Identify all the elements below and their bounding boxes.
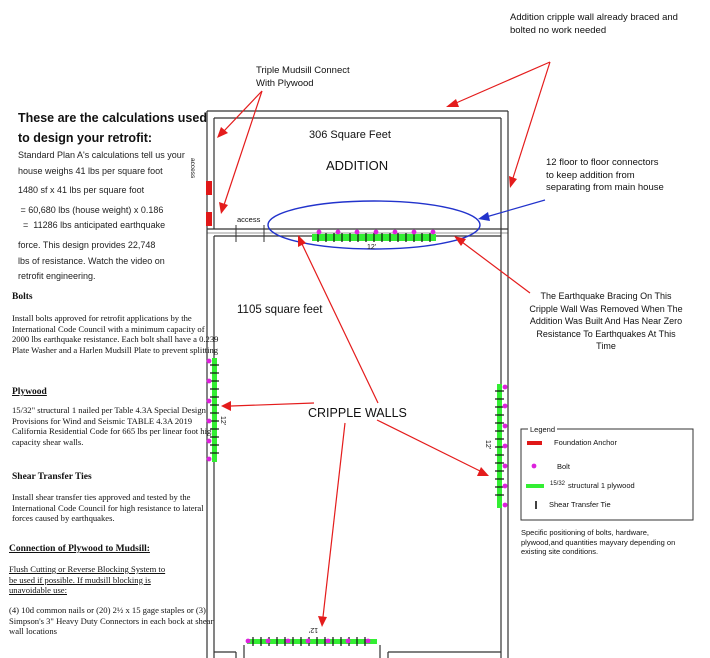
calc-line: retrofit engineering. — [18, 271, 96, 282]
connection-intro: Flush Cutting or Reverse Blocking System… — [9, 564, 219, 596]
shear-text: Install shear transfer ties approved and… — [12, 492, 204, 524]
legend-plywood-label: structural 1 plywood — [568, 481, 635, 490]
calculation-lines: Standard Plan A's calculations tell us y… — [18, 148, 208, 285]
calc-line: force. This design provides 22,748 — [18, 239, 156, 250]
legend-plywood-prefix: 15/32 — [550, 481, 566, 487]
red-arrows — [217, 61, 551, 627]
bolts-text: Install bolts approved for retrofit appl… — [12, 313, 219, 355]
legend-box — [520, 428, 694, 521]
left-wall-length: 12' — [219, 416, 226, 426]
legend-bolt-swatch — [531, 463, 537, 469]
connection-line: be used if possible. If mudsill blocking… — [9, 574, 151, 585]
legend-title: Legend — [528, 425, 558, 434]
shear-heading: Shear Transfer Ties — [12, 472, 92, 482]
legend-anchor-swatch — [527, 441, 542, 445]
calc-line: 1480 sf x 41 lbs per square foot — [18, 185, 145, 196]
legend-tie-label: Shear Transfer Tie — [549, 500, 611, 509]
triple-mudsill-note: Triple Mudsill Connect With Plywood — [256, 65, 350, 89]
bolts-heading: Bolts — [12, 292, 33, 302]
addition-wall-length: 12' — [367, 244, 377, 251]
bottom-cripple-wall — [245, 637, 377, 646]
cripple-walls-label: CRIPPLE WALLS — [308, 406, 407, 420]
building-outline — [206, 110, 509, 658]
disclaimer-note: Specific positioning of bolts, hardware,… — [521, 528, 676, 556]
connection-line: Flush Cutting or Reverse Blocking System… — [9, 564, 166, 574]
calc-line: Standard Plan A's calculations tell us y… — [18, 150, 185, 160]
calc-line: lbs of resistance. Watch the video on — [18, 255, 165, 266]
foundation-anchor — [206, 212, 212, 226]
addition-label: ADDITION — [326, 158, 389, 173]
calc-line: = 11286 lbs anticipated earthquake — [18, 220, 166, 231]
left-cripple-wall — [206, 358, 219, 462]
addition-wall-note: Addition cripple wall already braced and… — [510, 12, 678, 36]
title-line-2: to design your retrofit: — [18, 131, 153, 145]
main-area: 1105 square feet — [237, 304, 323, 316]
legend-bolt-label: Bolt — [557, 462, 570, 471]
connection-text: (4) 10d common nails or (20) 2½ x 15 gag… — [9, 605, 214, 637]
blue-arrow — [478, 199, 546, 221]
calc-line: house weighs 41 lbs per square foot — [18, 165, 163, 176]
addition-area: 306 Square Feet — [309, 129, 391, 141]
plywood-heading: Plywood — [12, 387, 47, 397]
right-cripple-wall — [495, 384, 508, 508]
connection-line: unavoidable use: — [9, 585, 67, 596]
foundation-anchor — [206, 181, 212, 195]
legend-anchor-label: Foundation Anchor — [554, 438, 617, 447]
bottom-wall-length: 12' — [309, 626, 319, 633]
calculations-title: These are the calculations used to desig… — [18, 108, 218, 148]
title-line-1: These are the calculations used — [18, 111, 207, 125]
access-label-side: access — [189, 158, 196, 179]
access-label-top: access — [237, 215, 261, 224]
plywood-text: 15/32" structural 1 nailed per Table 4.3… — [12, 405, 216, 447]
connection-heading: Connection of Plywood to Mudsill: — [9, 544, 150, 554]
floor-connectors-note: 12 floor to floor connectors to keep add… — [546, 157, 664, 193]
legend-plywood-swatch — [526, 484, 544, 488]
addition-cripple-wall — [312, 229, 436, 242]
right-wall-length: 12' — [484, 440, 491, 450]
floor-connectors-ellipse — [267, 200, 481, 250]
bracing-removed-note: The Earthquake Bracing On This Cripple W… — [529, 291, 683, 351]
calc-line: = 60,680 lbs (house weight) x 0.186 — [18, 204, 164, 215]
